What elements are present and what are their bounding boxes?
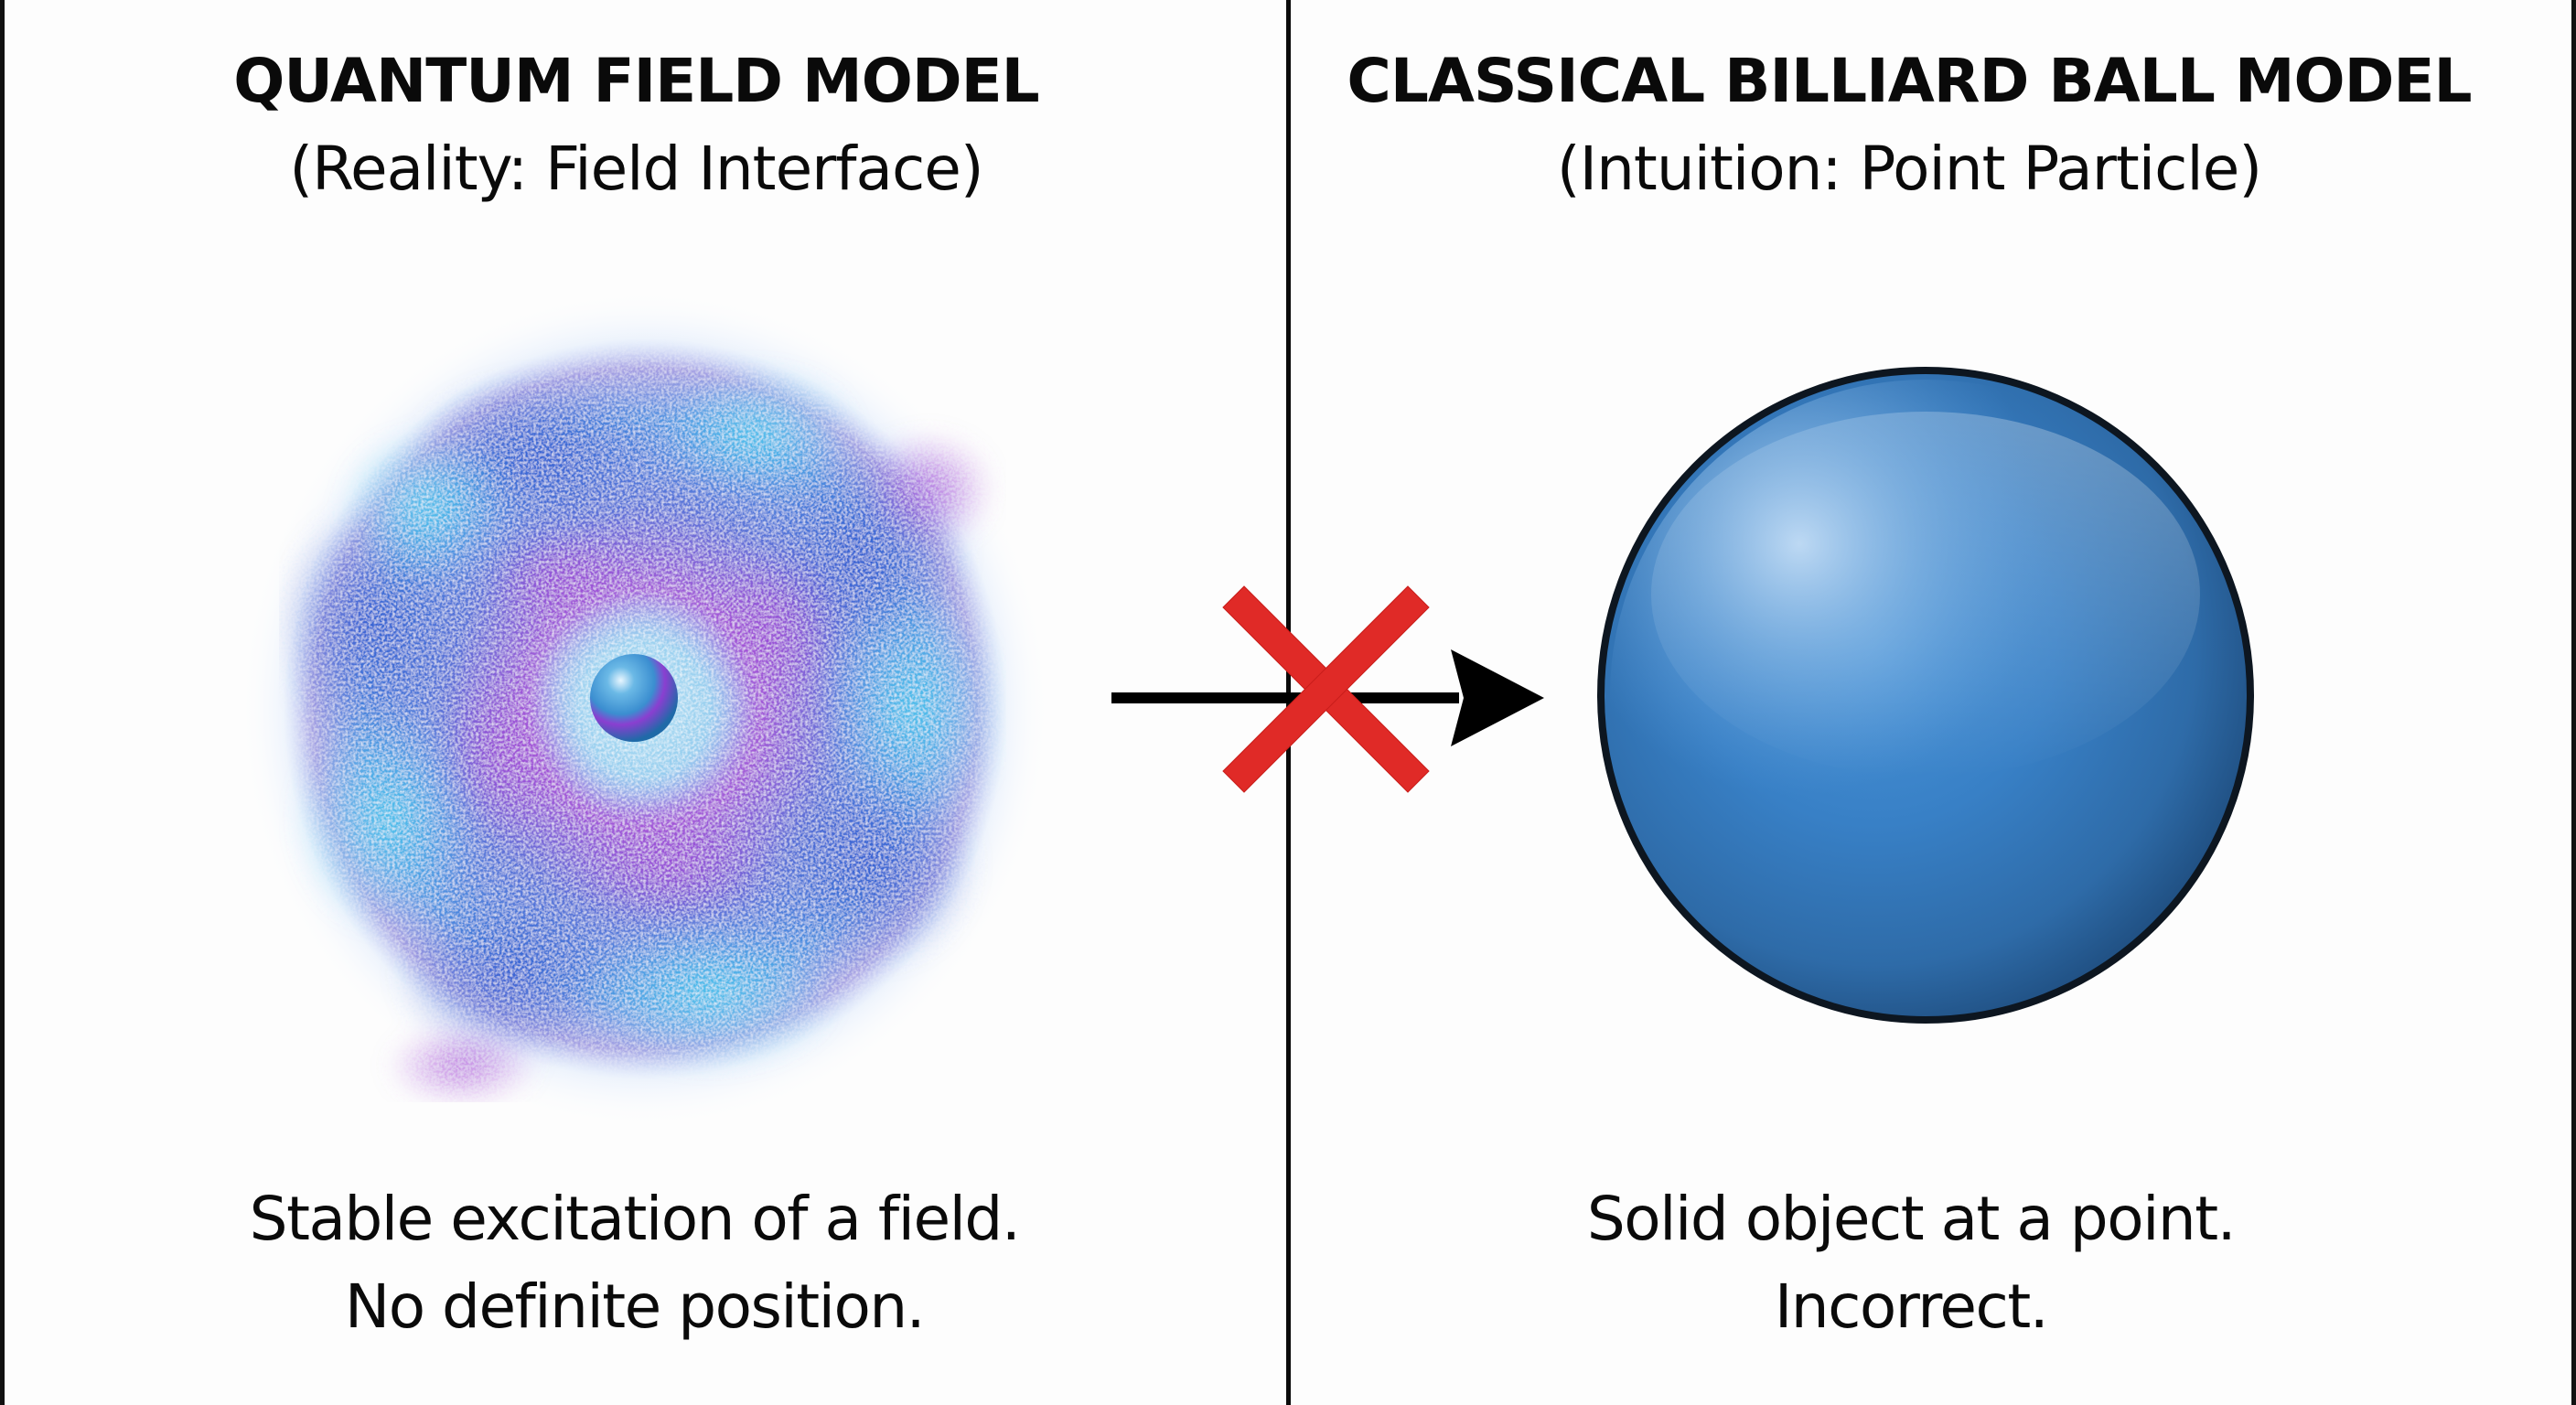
caption-line: Incorrect. — [1774, 1271, 2049, 1342]
caption-line: No definite position. — [344, 1271, 926, 1342]
right-arrow-icon — [1111, 649, 1544, 746]
panel-subtitle: (Reality: Field Interface) — [289, 134, 983, 204]
panel-caption: Stable excitation of a field. No definit… — [0, 1175, 1275, 1351]
panel-subtitle: (Intuition: Point Particle) — [1556, 134, 2262, 204]
classical-billiard-panel: CLASSICAL BILLIARD BALL MODEL (Intuition… — [1291, 0, 2571, 1405]
billiard-ball-icon — [1592, 361, 2259, 1029]
quantum-field-panel: QUANTUM FIELD MODEL (Reality: Field Inte… — [5, 0, 1286, 1405]
caption-line: Solid object at a point. — [1586, 1184, 2237, 1254]
panel-caption: Solid object at a point. Incorrect. — [1271, 1175, 2551, 1351]
panel-title: CLASSICAL BILLIARD BALL MODEL — [1347, 46, 2472, 116]
red-x-cross-icon — [1222, 585, 1430, 793]
caption-line: Stable excitation of a field. — [249, 1184, 1021, 1254]
left-border — [0, 0, 5, 1405]
quantum-field-cloud-icon — [233, 279, 1057, 1139]
transition-graphic — [1098, 567, 1544, 832]
panel-title: QUANTUM FIELD MODEL — [233, 46, 1040, 116]
right-border — [2571, 0, 2576, 1405]
